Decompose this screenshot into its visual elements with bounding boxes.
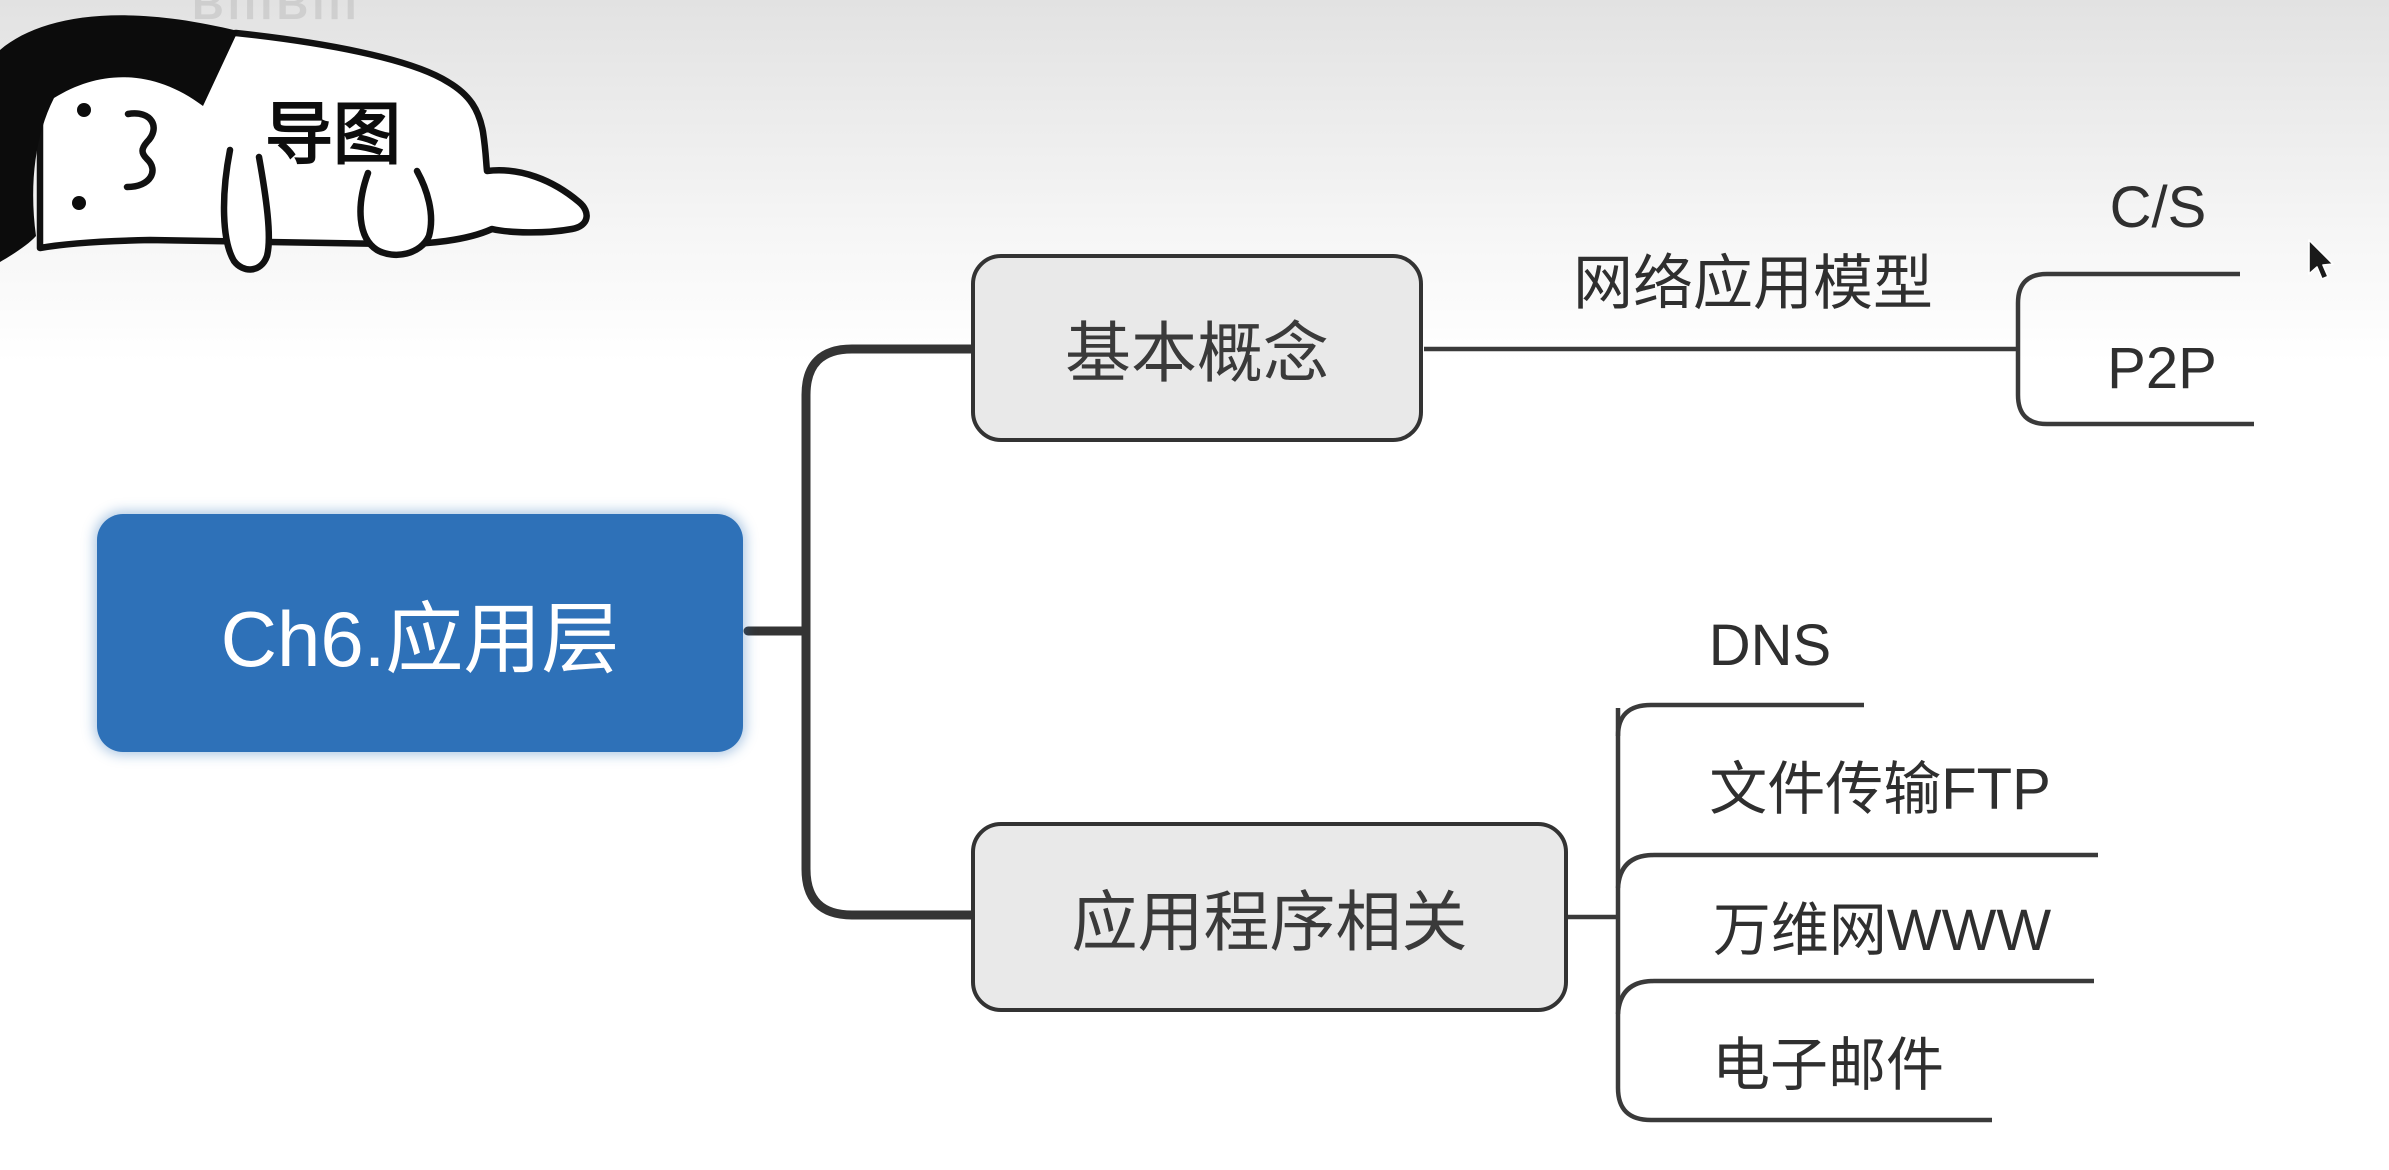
- branch-node-application-programs[interactable]: 应用程序相关: [971, 822, 1568, 1012]
- mouse-cursor: [2308, 239, 2334, 280]
- edge-dns-underline: [1615, 702, 1864, 737]
- leaf-node-p2p[interactable]: P2P: [2107, 335, 2217, 401]
- root-node-ch6-application-layer[interactable]: Ch6.应用层: [97, 514, 743, 752]
- mascot-arm-fill: [224, 150, 269, 270]
- leaf-node-email[interactable]: 电子邮件: [1711, 1033, 1944, 1098]
- edge-www-underline: [1615, 978, 2094, 1015]
- edge-ftp-underline: [1615, 852, 2098, 889]
- leaf-node-dns[interactable]: DNS: [1708, 612, 1832, 678]
- mindmap-sticker-label: 导图: [264, 96, 401, 173]
- leaf-node-file-transfer-ftp[interactable]: 文件传输FTP: [1709, 757, 2051, 822]
- leaf-node-world-wide-web[interactable]: 万维网WWW: [1712, 898, 2052, 963]
- mascot-eye-top: [77, 103, 91, 117]
- mascot-arm-outline: [220, 146, 273, 273]
- mascot-mouth: [123, 110, 157, 191]
- mascot-eye-bottom: [72, 196, 86, 210]
- bracket-apps-children: [1615, 708, 1992, 1123]
- mascot-illustration: [0, 15, 590, 273]
- edge-root-spine: [801, 344, 976, 920]
- mascot-knee-fill: [360, 171, 432, 255]
- mascot-hair: [0, 15, 238, 262]
- mascot-knee-outline: [357, 167, 435, 259]
- node-network-application-model[interactable]: 网络应用模型: [1573, 249, 1933, 317]
- bracket-netmodel-children: [2015, 271, 2254, 427]
- bilibili-watermark: BiliBili: [192, 0, 361, 29]
- branch-node-basic-concepts[interactable]: 基本概念: [971, 254, 1423, 442]
- leaf-node-cs[interactable]: C/S: [2109, 174, 2207, 240]
